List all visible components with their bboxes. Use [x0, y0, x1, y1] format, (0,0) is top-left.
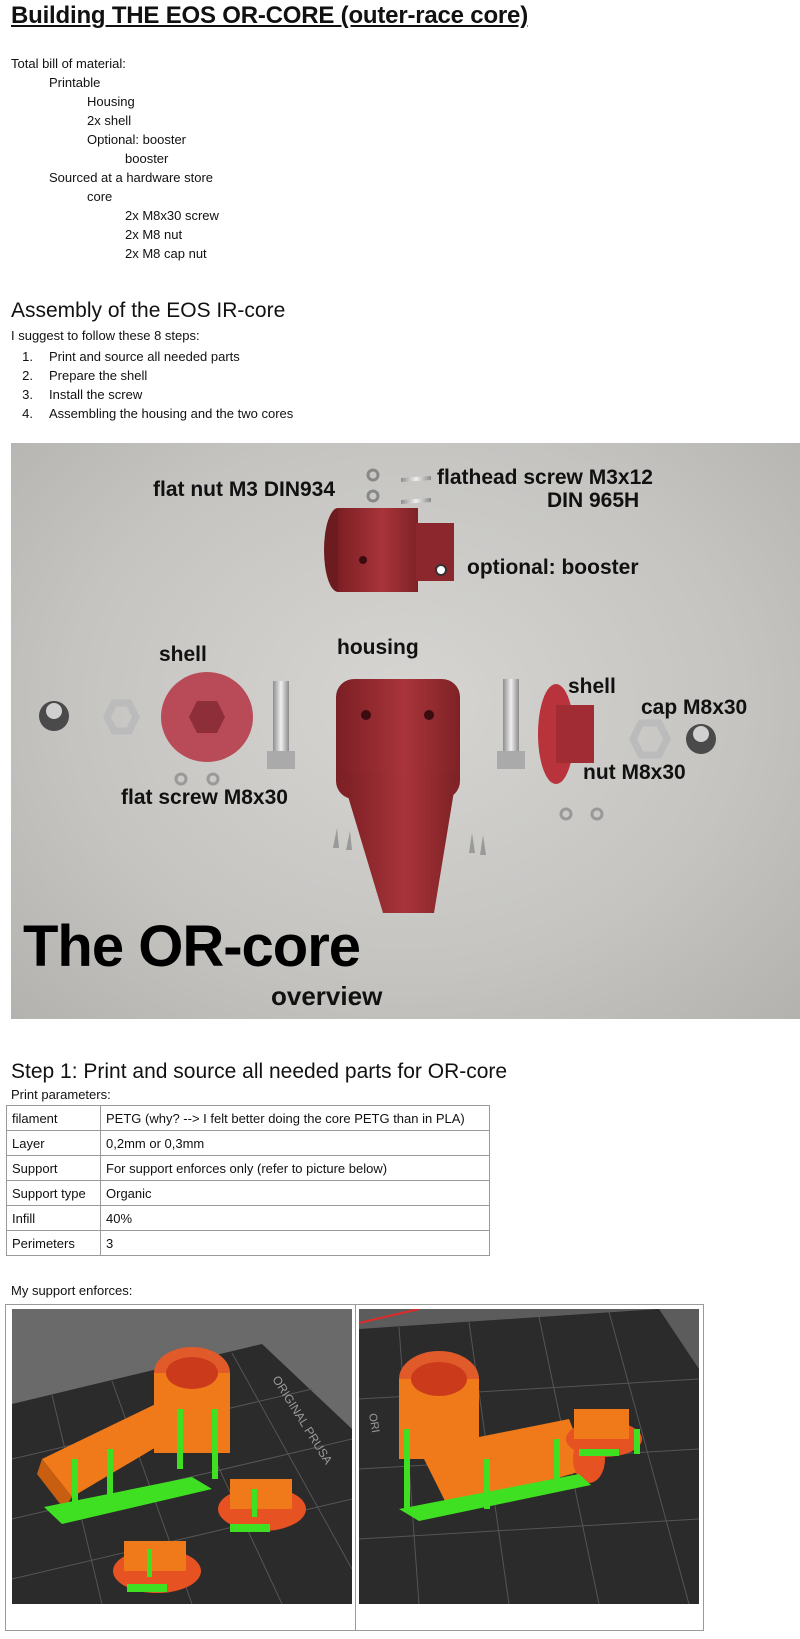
- step1-heading: Step 1: Print and source all needed part…: [11, 1060, 508, 1083]
- bill-of-material: Total bill of material: Printable Housin…: [11, 54, 219, 263]
- label-flathead-screw: flathead screw M3x12: [437, 466, 653, 489]
- bom-line: booster: [125, 151, 169, 166]
- bom-line: Sourced at a hardware store: [49, 170, 214, 185]
- bom-line: 2x M8 nut: [125, 227, 183, 242]
- bed-print-right: ORI: [366, 1412, 381, 1433]
- page-title: Building THE EOS OR-CORE (outer-race cor…: [11, 2, 528, 29]
- housing-part: [333, 679, 486, 913]
- label-booster: optional: booster: [467, 556, 639, 579]
- slicer-view-left: ORIGINAL PRUSA: [12, 1309, 352, 1604]
- label-housing: housing: [337, 636, 419, 659]
- step-item: 2.Prepare the shell: [22, 368, 148, 383]
- bom-line: 2x M8x30 screw: [125, 208, 219, 223]
- slicer-render-right: ORI: [359, 1309, 699, 1604]
- bom-line: Printable: [49, 75, 101, 90]
- support-enforces-caption: My support enforces:: [11, 1283, 133, 1298]
- step-item: 3.Install the screw: [22, 387, 143, 402]
- label-flat-screw: flat screw M8x30: [121, 786, 288, 809]
- print-params-lead: Print parameters:: [11, 1087, 111, 1102]
- m3-hardware: [366, 468, 431, 504]
- bom-line: Optional: booster: [87, 132, 187, 147]
- overview-photo: flat nut M3 DIN934 flathead screw M3x12 …: [11, 443, 800, 1019]
- step-label: Install the screw: [49, 387, 143, 402]
- bom-line: 2x M8 cap nut: [125, 246, 207, 261]
- assembly-heading: Assembly of the EOS IR-core: [11, 299, 286, 322]
- bom-line: core: [87, 189, 113, 204]
- assembly-lead: I suggest to follow these 8 steps:: [11, 328, 200, 343]
- right-parts: [497, 679, 716, 821]
- parts-illustration: [39, 468, 716, 913]
- slicer-view-right: ORI: [359, 1309, 699, 1604]
- step-label: Print and source all needed parts: [49, 349, 240, 364]
- step-item: 1.Print and source all needed parts: [22, 349, 240, 364]
- label-flathead-screw-standard: DIN 965H: [547, 489, 640, 512]
- slicer-render-left: ORIGINAL PRUSA: [12, 1309, 352, 1604]
- support-screenshots: ORIGINAL PRUSA: [5, 1304, 704, 1631]
- label-flat-nut: flat nut M3 DIN934: [153, 478, 336, 501]
- step-item: 4.Assembling the housing and the two cor…: [22, 406, 294, 421]
- label-nut: nut M8x30: [583, 761, 686, 784]
- left-parts: [39, 672, 295, 786]
- overview-caption: The OR-core: [23, 914, 361, 979]
- bom-line: 2x shell: [87, 113, 132, 128]
- label-shell-right: shell: [568, 675, 616, 698]
- step-label: Prepare the shell: [49, 368, 148, 383]
- label-cap: cap M8x30: [641, 696, 748, 719]
- overview-subcaption: overview: [271, 981, 383, 1011]
- bom-line: Housing: [87, 94, 135, 109]
- booster-part: [324, 508, 454, 592]
- assembly-steps: 1.Print and source all needed parts 2.Pr…: [11, 347, 293, 423]
- label-shell-left: shell: [159, 643, 207, 666]
- bom-line: Total bill of material:: [11, 56, 126, 71]
- step-label: Assembling the housing and the two cores: [49, 406, 294, 421]
